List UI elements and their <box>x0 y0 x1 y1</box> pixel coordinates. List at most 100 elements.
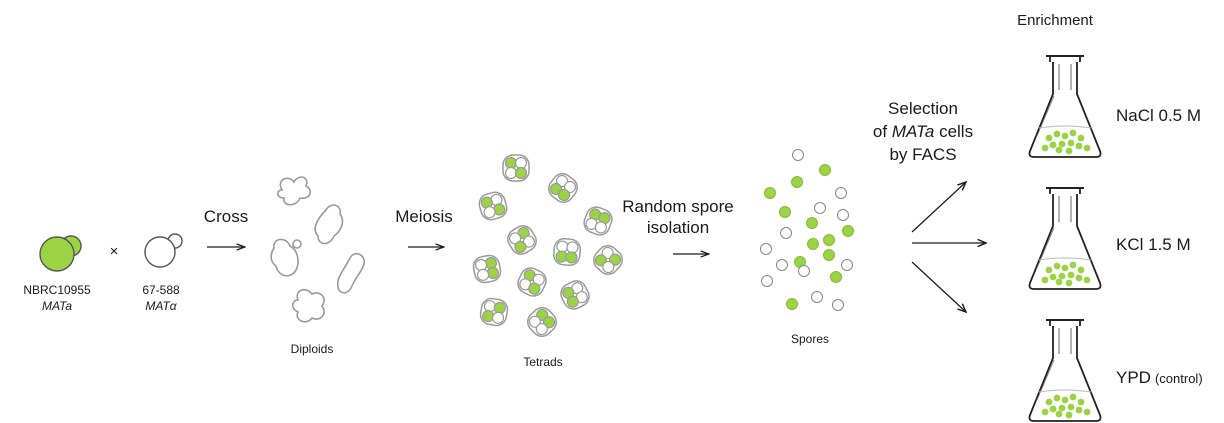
tetrad <box>527 307 557 337</box>
flask-spore <box>1069 261 1077 269</box>
flask-spore <box>1061 264 1069 272</box>
flask-spore <box>1041 408 1049 416</box>
spore <box>841 259 853 271</box>
spore <box>823 234 835 246</box>
tetrad-group <box>472 154 623 337</box>
spore <box>779 206 791 218</box>
diploid-cells <box>270 176 365 323</box>
flask-spore <box>1049 141 1057 149</box>
tetrad-spore <box>557 188 571 202</box>
stage-tetrads-label: Tetrads <box>523 355 562 369</box>
strain-67-588-cell <box>144 233 183 268</box>
spore <box>842 225 854 237</box>
stage-spores-label: Spores <box>791 332 829 346</box>
flask-spore <box>1041 144 1049 152</box>
tetrad-spore <box>483 206 496 219</box>
flask-spore <box>1069 129 1077 137</box>
tetrad-spore <box>504 166 518 180</box>
spore <box>811 291 823 303</box>
flask-spore <box>1065 411 1073 419</box>
flask-spore <box>1083 408 1091 416</box>
spore <box>761 275 773 287</box>
tetrad <box>479 297 509 327</box>
tetrad-spore <box>476 268 490 281</box>
meiosis-label: Meiosis <box>395 207 453 226</box>
flask-spore <box>1067 271 1075 279</box>
spore <box>786 298 798 310</box>
tetrad-spore <box>514 156 528 170</box>
spore <box>760 243 772 255</box>
diploid-cell <box>276 176 312 206</box>
flask-icon <box>1028 187 1102 290</box>
flask-spore <box>1065 147 1073 155</box>
flask-spore <box>1075 406 1083 414</box>
tetrad <box>507 225 537 255</box>
flask-spore <box>1055 278 1063 286</box>
tetrad <box>478 191 508 221</box>
flask-spore <box>1075 274 1083 282</box>
flask-spore <box>1045 134 1053 142</box>
flask-spore <box>1045 266 1053 274</box>
spore <box>764 187 776 199</box>
diploid-cell <box>291 288 325 323</box>
condition-ypd-label: YPD(control) <box>1116 368 1203 387</box>
tetrad <box>472 254 502 284</box>
spore <box>835 187 847 199</box>
diploid-cell <box>292 239 302 249</box>
diploid-cell <box>336 252 365 294</box>
spore <box>830 271 842 283</box>
flask-spore <box>1053 130 1061 138</box>
strain-left-mating: MATa <box>42 299 72 313</box>
flask-spore <box>1061 132 1069 140</box>
strain-left-id: NBRC10955 <box>23 283 91 297</box>
diploid-cell <box>270 238 299 277</box>
flask-spore <box>1058 140 1066 148</box>
flask-spore <box>1061 396 1069 404</box>
spore <box>832 299 844 311</box>
tetrad-spore <box>491 311 505 324</box>
spore <box>837 209 849 221</box>
tetrad-spore <box>602 260 615 274</box>
flask-spore <box>1077 266 1085 274</box>
random-spore-label-line1: Random spore <box>622 197 734 216</box>
condition-kcl-label: KCl 1.5 M <box>1116 235 1191 254</box>
tetrad <box>583 206 613 236</box>
flask-spore <box>1049 405 1057 413</box>
flask-spore <box>1053 262 1061 270</box>
tetrad-spore <box>566 295 579 308</box>
condition-nacl-label: NaCl 0.5 M <box>1116 106 1201 125</box>
flask-spore <box>1077 134 1085 142</box>
spore <box>791 176 803 188</box>
spore <box>776 259 788 271</box>
tetrad <box>517 267 547 297</box>
tetrad-spore <box>565 251 578 264</box>
selection-arrow-up <box>911 182 966 233</box>
tetrad-spore <box>594 221 607 234</box>
tetrad <box>502 154 530 182</box>
tetrad-spore <box>535 322 548 336</box>
flask-spore <box>1045 398 1053 406</box>
flask-spore <box>1083 276 1091 284</box>
cross-symbol: × <box>110 243 119 260</box>
spore-group <box>760 149 854 311</box>
spore <box>792 149 804 161</box>
flask-spore <box>1041 276 1049 284</box>
flask-spore <box>1069 393 1077 401</box>
spore <box>780 227 792 239</box>
flask-spore <box>1055 146 1063 154</box>
tetrad-spore <box>514 166 528 180</box>
spore <box>823 249 835 261</box>
strain-right-id: 67-588 <box>142 283 180 297</box>
flask-spore <box>1065 279 1073 287</box>
flask-spore <box>1053 394 1061 402</box>
flask-spore <box>1067 139 1075 147</box>
flask-spore <box>1075 142 1083 150</box>
tetrad-spore <box>514 240 527 253</box>
spore <box>819 164 831 176</box>
flask-spore <box>1055 410 1063 418</box>
strain-right-mating: MATα <box>145 299 177 313</box>
selection-arrow-down <box>911 261 966 312</box>
cross-label: Cross <box>204 207 248 226</box>
spore <box>807 238 819 250</box>
flask-spore <box>1083 144 1091 152</box>
